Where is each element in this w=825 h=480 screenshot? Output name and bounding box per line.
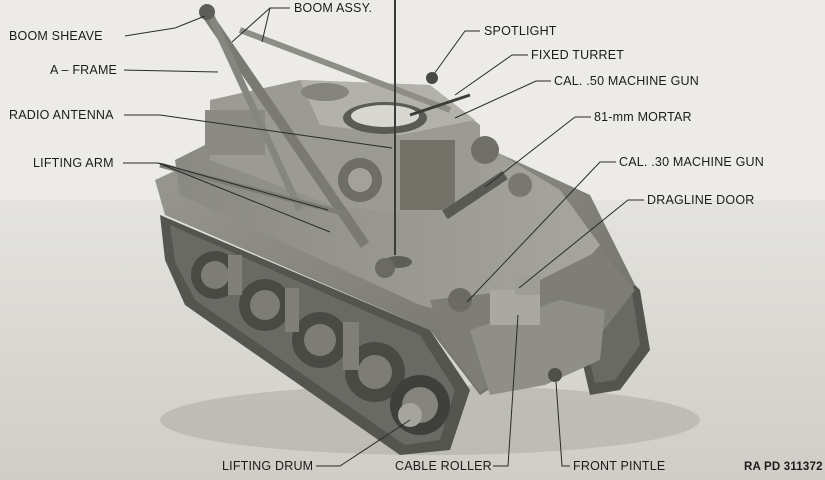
leader-cal30 <box>466 161 616 303</box>
label-dragline-door: DRAGLINE DOOR <box>647 193 754 207</box>
leader-fixed-turret <box>454 54 528 96</box>
leader-a-frame <box>123 69 219 73</box>
label-mortar: 81-mm MORTAR <box>594 110 692 124</box>
recovery-vehicle-illustration <box>155 0 700 455</box>
label-fixed-turret: FIXED TURRET <box>531 48 624 62</box>
leader-dragline-door <box>518 199 644 289</box>
callout-labels: BOOM ASSY. BOOM SHEAVE SPOTLIGHT FIXED T… <box>9 1 823 473</box>
label-boom-assy: BOOM ASSY. <box>294 1 372 15</box>
label-cable-roller: CABLE ROLLER <box>395 459 492 473</box>
label-front-pintle: FRONT PINTLE <box>573 459 665 473</box>
leader-lifting-drum <box>316 419 411 467</box>
label-lifting-drum: LIFTING DRUM <box>222 459 313 473</box>
leader-radio-antenna <box>124 114 393 149</box>
leader-spotlight <box>433 30 480 75</box>
leader-boom-sheave <box>124 15 206 37</box>
leader-boom-assy-2 <box>261 7 271 43</box>
label-radio-antenna: RADIO ANTENNA <box>9 108 114 122</box>
label-cal30: CAL. .30 MACHINE GUN <box>619 155 764 169</box>
leader-boom-assy <box>231 7 290 43</box>
label-a-frame: A – FRAME <box>50 63 117 77</box>
label-lifting-arm: LIFTING ARM <box>33 156 114 170</box>
label-spotlight: SPOTLIGHT <box>484 24 557 38</box>
leader-lifting-arm-2 <box>157 162 331 233</box>
leader-front-pintle <box>555 381 570 467</box>
figure-id: RA PD 311372 <box>744 461 823 473</box>
label-boom-sheave: BOOM SHEAVE <box>9 29 103 43</box>
leader-cal50 <box>454 80 551 119</box>
label-cal50: CAL. .50 MACHINE GUN <box>554 74 699 88</box>
leader-mortar <box>484 116 591 188</box>
leader-lines <box>123 7 644 467</box>
leader-cable-roller <box>493 314 519 467</box>
